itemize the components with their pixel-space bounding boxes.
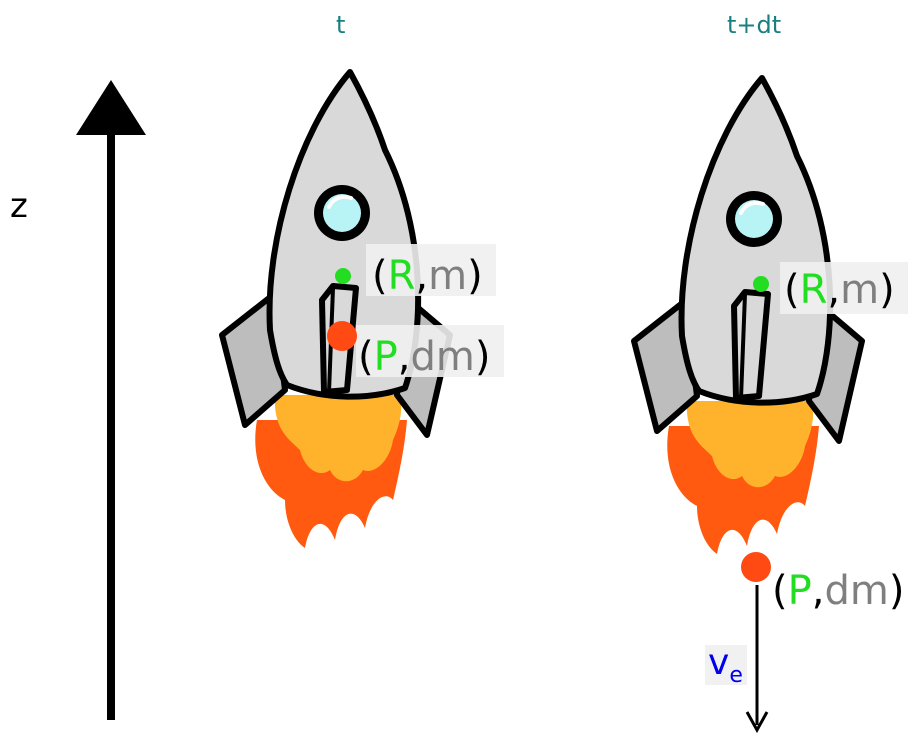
- rocket-at-t-plus-dt: [634, 78, 862, 554]
- center-of-mass-marker-t-plus-dt: [753, 276, 769, 292]
- exhaust-particle-t: [327, 321, 357, 351]
- exhaust-velocity-label: ve: [708, 642, 743, 688]
- axis-label-z: z: [10, 186, 28, 226]
- particle-label-t: (P,dm): [358, 334, 490, 380]
- rocket-at-t: [222, 72, 450, 548]
- exhaust-velocity-arrowhead: [745, 711, 769, 734]
- center-of-mass-marker-t: [335, 268, 351, 284]
- rocket-mass-label-t: (R,m): [372, 253, 483, 299]
- label-bg-rocket-t: [366, 244, 496, 296]
- label-bg-velocity: [705, 645, 747, 685]
- time-label-t: t: [336, 11, 345, 39]
- label-bg-particle-t: [356, 325, 504, 377]
- rocket-mass-label-t-plus-dt: (R,m): [784, 267, 895, 313]
- label-bg-rocket-t-plus-dt: [780, 262, 908, 314]
- exhaust-particle-t-plus-dt: [741, 552, 771, 582]
- time-label-t-plus-dt: t+dt: [727, 11, 781, 39]
- z-axis-arrowhead: [76, 80, 146, 135]
- particle-label-t-plus-dt: (P,dm): [772, 568, 904, 614]
